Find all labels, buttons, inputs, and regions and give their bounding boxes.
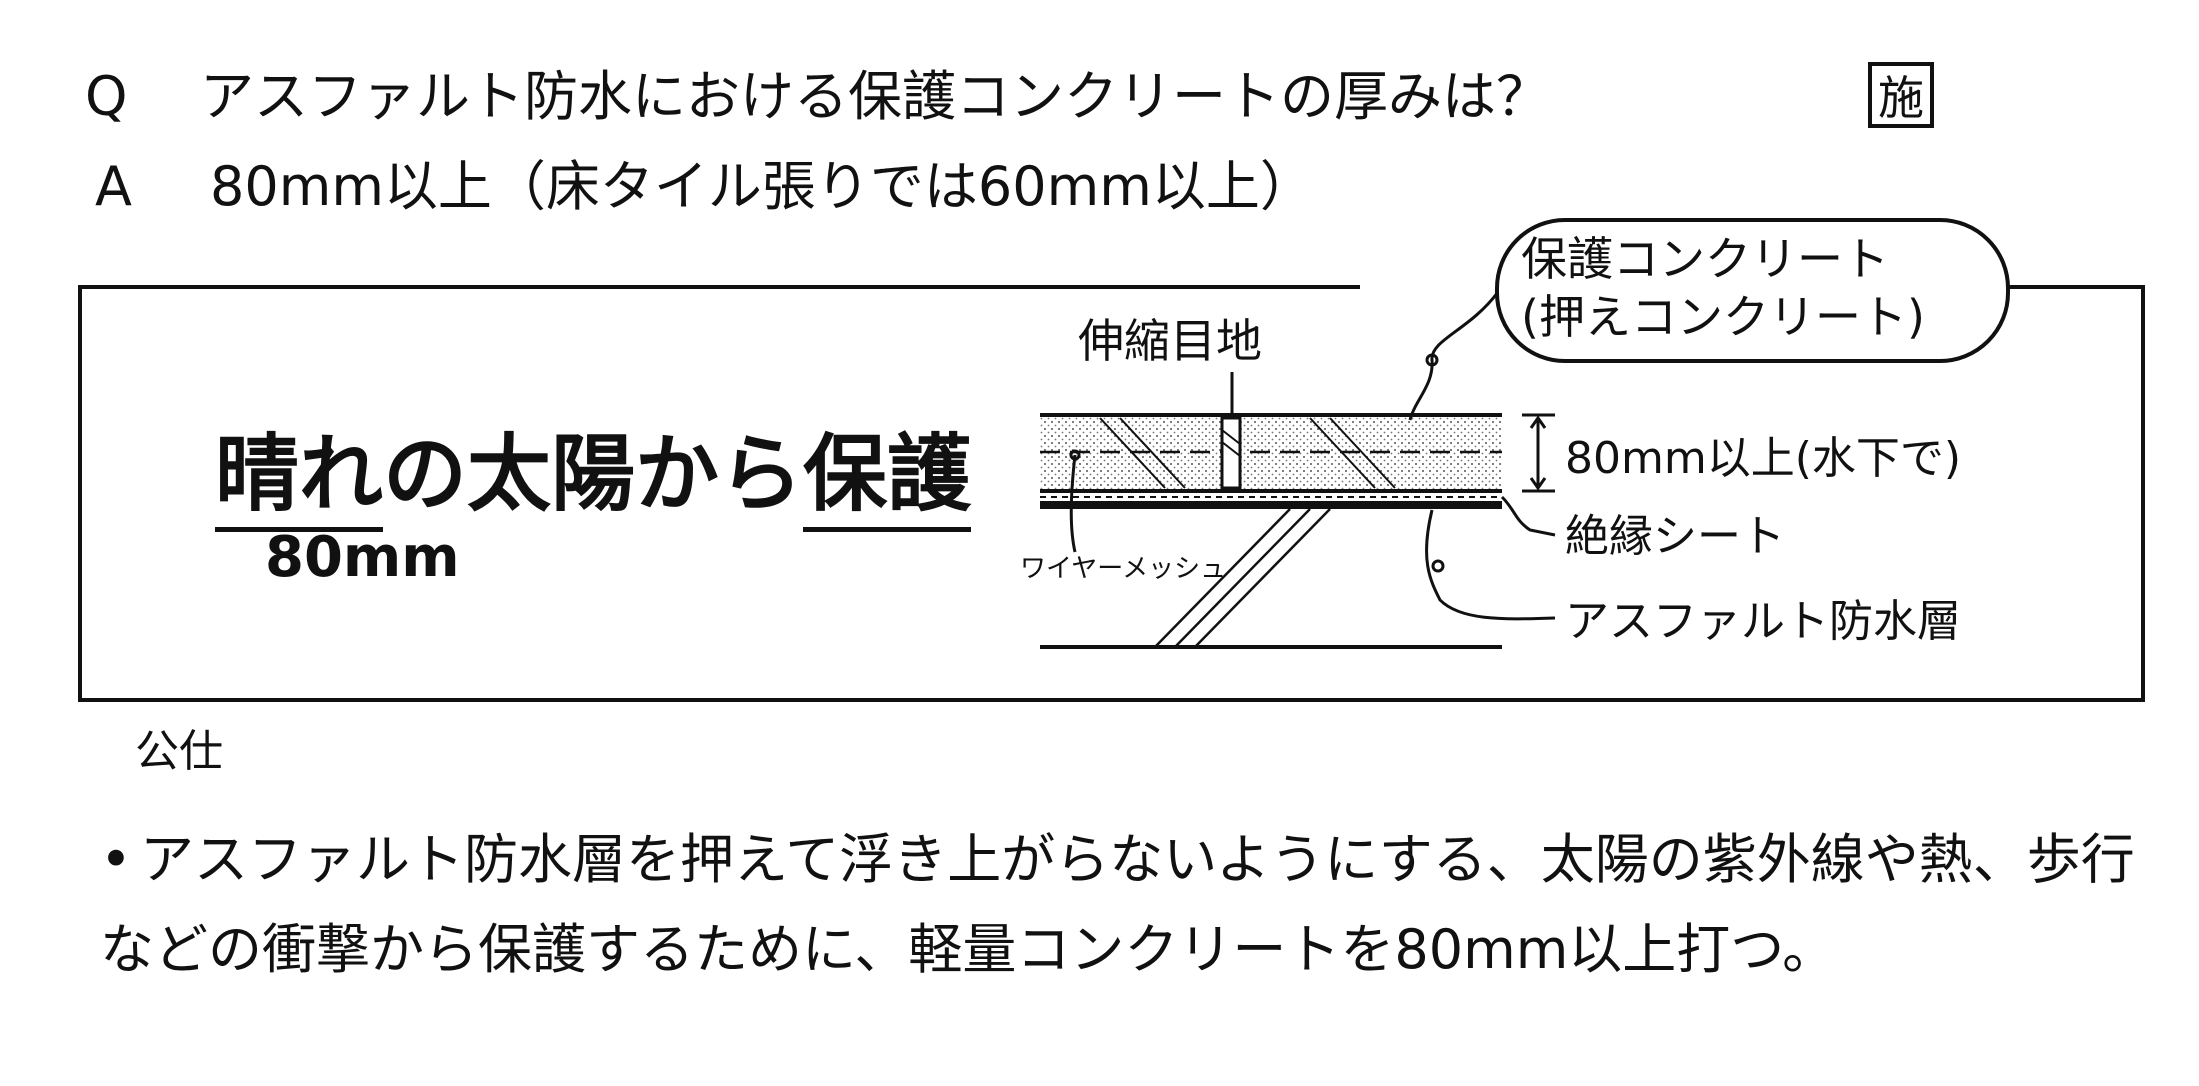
- question-label: Q: [85, 65, 128, 128]
- expansion-joint: [1220, 416, 1242, 490]
- structural-slab: [1040, 508, 1502, 649]
- note-text: アスファルト防水層を押えて浮き上がらないようにする、太陽の紫外線や熱、歩行などの…: [100, 828, 2135, 981]
- explanation-note: •アスファルト防水層を押えて浮き上がらないようにする、太陽の紫外線や熱、歩行など…: [100, 815, 2160, 995]
- mnemonic-part-2: の太陽から: [383, 425, 804, 523]
- protection-concrete-layer: [1040, 413, 1502, 493]
- asphalt-layer-label: アスファルト防水層: [1565, 596, 1961, 647]
- leader-lines: [1069, 291, 1556, 621]
- protection-concrete-callout: 保護コンクリート (押えコンクリート): [1495, 218, 2010, 363]
- note-bullet: •: [100, 828, 132, 891]
- thickness-dimension: [1522, 413, 1555, 493]
- diagram-frame: [78, 285, 2145, 702]
- callout-line-1: 保護コンクリート: [1521, 232, 1889, 286]
- mnemonic-sub: 80mm: [265, 525, 460, 590]
- mnemonic-part-3: 保護: [803, 425, 972, 532]
- thickness-label: 80mm以上(水下で): [1565, 433, 1962, 484]
- waterproof-layers: [1040, 496, 1502, 509]
- answer-label: A: [95, 155, 132, 218]
- mnemonic: 晴れの太陽から保護: [215, 425, 972, 532]
- callout-line-2: (押えコンクリート): [1521, 290, 1925, 344]
- source-label: 公仕: [135, 726, 223, 777]
- question-text: アスファルト防水における保護コンクリートの厚みは？: [200, 65, 1550, 128]
- answer-text: 80mm以上（床タイル張りでは60mm以上）: [210, 155, 1314, 218]
- mnemonic-part-1: 晴れ: [215, 425, 384, 532]
- expansion-joint-label: 伸縮目地: [1078, 314, 1262, 368]
- wire-mesh-label: ワイヤーメッシュ: [1020, 554, 1227, 584]
- construction-stamp: 施: [1868, 62, 1934, 128]
- insulation-sheet-label: 絶縁シート: [1565, 511, 1785, 562]
